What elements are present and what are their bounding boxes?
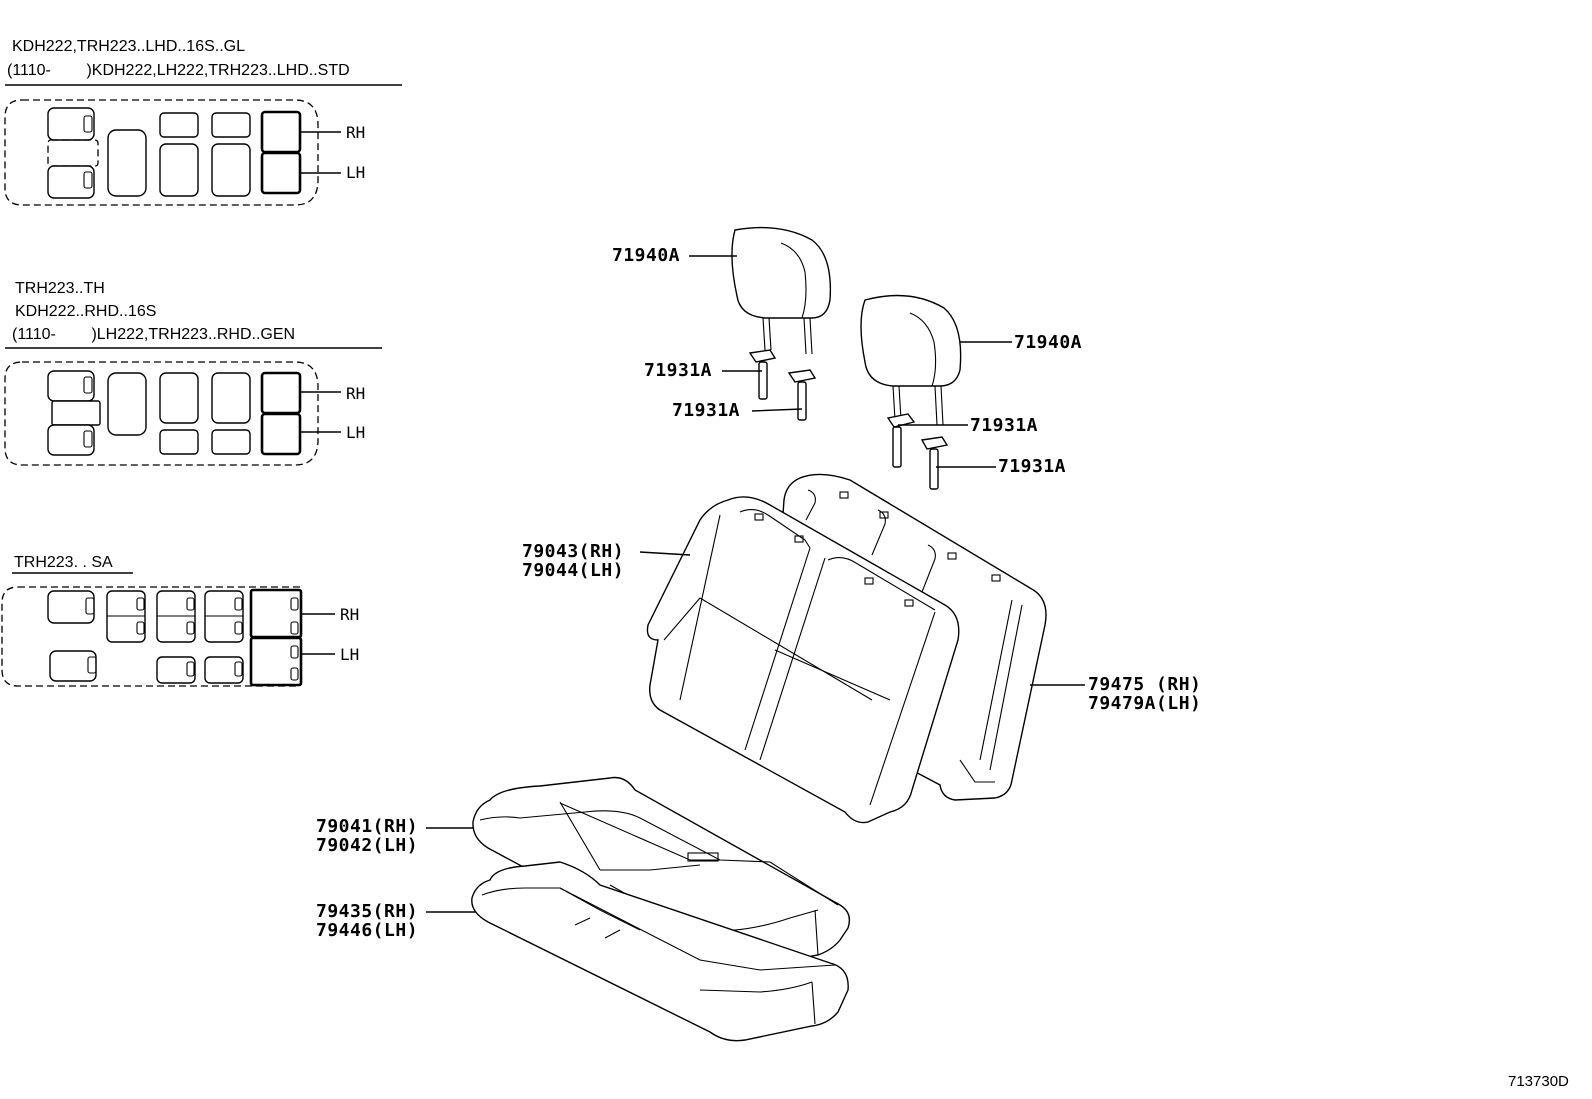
- part-number-back-cover-rh: 79043(RH): [522, 541, 625, 562]
- part-number-support-1: 71931A: [644, 360, 713, 381]
- diagram-code: 713730D: [1508, 1073, 1569, 1090]
- layout-1-line-2: (1110- )KDH222,LH222,TRH223..LHD..STD: [7, 62, 350, 79]
- layout-1-line-1: KDH222,TRH223..LHD..16S..GL: [12, 38, 245, 55]
- part-number-cushion-pad-lh: 79446(LH): [316, 920, 419, 941]
- part-number-back-frame-lh: 79479A(LH): [1088, 693, 1202, 714]
- layout-2-line-1: TRH223..TH: [15, 280, 105, 297]
- vehicle-layout-1: [4, 84, 402, 206]
- layout-3-rh-label: RH: [340, 605, 360, 624]
- headrest-right-drawing: [860, 294, 962, 426]
- seat-cushion-cover-drawing: [472, 776, 851, 972]
- headrest-left-drawing: [731, 226, 832, 355]
- part-number-back-cover-lh: 79044(LH): [522, 560, 625, 581]
- seat-back-cover-drawing: [646, 496, 960, 824]
- part-number-cushion-pad-rh: 79435(RH): [316, 901, 419, 922]
- part-number-back-frame-rh: 79475 (RH): [1088, 674, 1202, 695]
- layout-1-lh-label: LH: [346, 163, 366, 182]
- headrest-supports-drawing: [748, 349, 949, 490]
- layout-2-line-3: (1110- )LH222,TRH223..RHD..GEN: [12, 326, 296, 343]
- part-number-headrest-left: 71940A: [612, 245, 681, 266]
- vehicle-layout-3: [1, 572, 335, 687]
- seat-cushion-pad-drawing: [471, 861, 849, 1042]
- part-number-cushion-cover-lh: 79042(LH): [316, 835, 419, 856]
- part-number-support-3: 71931A: [970, 415, 1039, 436]
- part-number-support-4: 71931A: [998, 456, 1067, 477]
- part-number-cushion-cover-rh: 79041(RH): [316, 816, 419, 837]
- part-number-headrest-right: 71940A: [1014, 332, 1083, 353]
- layout-3-line-1: TRH223. . SA: [14, 554, 113, 571]
- layout-3-lh-label: LH: [340, 645, 360, 664]
- layout-1-rh-label: RH: [346, 123, 366, 142]
- vehicle-layout-2: [4, 347, 382, 466]
- layout-2-line-2: KDH222..RHD..16S: [15, 303, 157, 320]
- layout-2-lh-label: LH: [346, 423, 366, 442]
- part-number-support-2: 71931A: [672, 400, 741, 421]
- layout-2-rh-label: RH: [346, 384, 366, 403]
- leader-lines: [426, 255, 1085, 913]
